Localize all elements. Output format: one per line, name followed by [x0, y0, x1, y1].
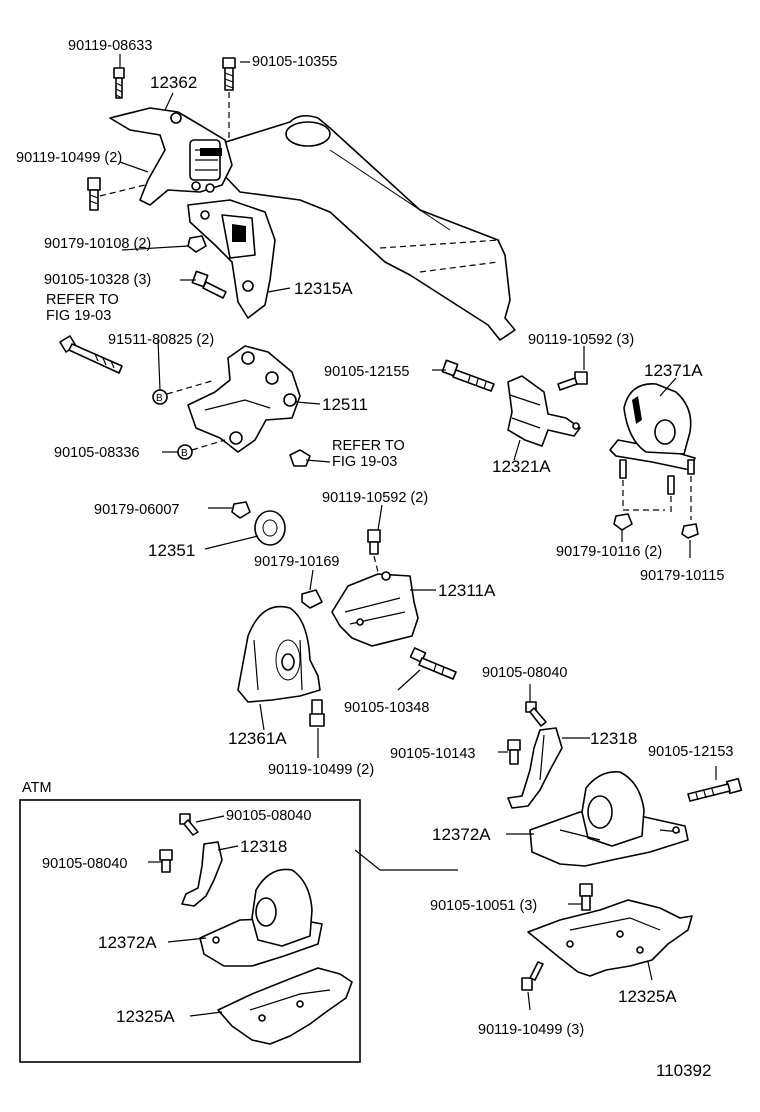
label-90105-10051-3: 90105-10051 (3) [430, 898, 537, 914]
part-12315A-bracket [187, 199, 276, 319]
atm-inset-box [19, 799, 458, 1063]
part-12325A-member-right [527, 899, 693, 977]
label-90105-10328-3: 90105-10328 (3) [44, 272, 151, 288]
part-12511-member [187, 345, 301, 453]
bolt-90105-10051 [579, 883, 593, 911]
label-atm-12325A: 12325A [116, 1007, 175, 1026]
nut-90179-06007 [231, 501, 251, 519]
part-12362-upper-mount [109, 107, 233, 206]
bolt-90119-10499-mid [309, 699, 325, 727]
part-12311A-bracket [331, 571, 419, 647]
atm-part-12325A-member [217, 967, 353, 1045]
label-12351: 12351 [148, 541, 195, 560]
label-90119-08633: 90119-08633 [68, 38, 152, 54]
label-atm-12318: 12318 [240, 837, 287, 856]
bolt-90105-08040-right [525, 701, 547, 727]
bolt-90119-10592-mid [367, 529, 381, 581]
label-90179-10108-2: 90179-10108 (2) [44, 236, 151, 252]
label-91511-80825-2: 91511-80825 (2) [108, 332, 214, 348]
long-bolt-refer-fig [59, 335, 123, 374]
part-12351-bushing [254, 510, 286, 546]
label-90119-10499-2-mid: 90119-10499 (2) [268, 762, 374, 778]
label-12315A: 12315A [294, 279, 353, 298]
label-12318-right: 12318 [590, 729, 637, 748]
atm-bolt-90105-08040-left [159, 849, 173, 873]
label-refer-to-2: REFER TO [332, 438, 405, 454]
bolt-90119-08633 [113, 67, 125, 99]
label-90105-10355: 90105-10355 [252, 54, 337, 70]
nut-90179-10169 [301, 589, 323, 609]
bush-marker-b-upper: B [152, 379, 216, 405]
label-fig-19-03-1: FIG 19-03 [46, 308, 111, 324]
label-atm-90105-08040-left: 90105-08040 [42, 856, 127, 872]
label-12371A: 12371A [644, 361, 703, 380]
bolt-90105-10355 [222, 57, 236, 140]
label-90105-08040-right: 90105-08040 [482, 665, 567, 681]
label-90119-10592-3: 90119-10592 (3) [528, 332, 634, 348]
bolt-90105-10348 [409, 647, 457, 680]
label-refer-to-1: REFER TO [46, 292, 119, 308]
label-90179-10115: 90179-10115 [640, 568, 724, 584]
part-12361A-mount [237, 605, 321, 703]
label-atm-12372A: 12372A [98, 933, 157, 952]
figure-number: 110392 [656, 1061, 711, 1080]
label-90179-10169: 90179-10169 [254, 554, 339, 570]
label-12372A-right: 12372A [432, 825, 491, 844]
bolt-90105-10143 [507, 739, 521, 765]
label-12362: 12362 [150, 73, 197, 92]
label-90105-12153: 90105-12153 [648, 744, 733, 760]
nut-90179-10108 [187, 235, 207, 253]
grommet-refer-fig [289, 449, 311, 467]
part-12318-bracket-right [507, 727, 563, 809]
part-12371A-mount [609, 383, 696, 520]
nut-90179-10116 [613, 513, 633, 531]
label-90105-10143: 90105-10143 [390, 746, 475, 762]
bush-marker-b-lower: B [177, 439, 226, 460]
label-atm: ATM [22, 780, 52, 796]
label-12361A: 12361A [228, 729, 287, 748]
bolt-90105-12155 [441, 359, 495, 392]
leader-lines [119, 54, 717, 1017]
atm-part-12372A-mount [199, 868, 323, 967]
bolt-90105-10328 [191, 270, 227, 299]
label-12511: 12511 [322, 395, 368, 414]
bolt-90105-12153 [687, 777, 743, 802]
label-fig-19-03-2: FIG 19-03 [332, 454, 397, 470]
nut-90179-10115 [681, 523, 699, 539]
bolt-90119-10592-upper [557, 371, 588, 391]
part-12321A-bracket [507, 375, 581, 447]
svg-text:B: B [156, 393, 163, 404]
bolt-90119-10499-lower [521, 961, 544, 991]
label-12311A: 12311A [438, 581, 496, 600]
part-12372A-mount-right [529, 771, 689, 867]
label-90105-08336: 90105-08336 [54, 445, 139, 461]
part-labels: 90119-08633 12362 90105-10355 90119-1049… [16, 38, 733, 1080]
label-atm-90105-08040-upper: 90105-08040 [226, 808, 311, 824]
label-90105-12155: 90105-12155 [324, 364, 409, 380]
bolt-90119-10499-top [87, 177, 146, 211]
label-90119-10499-3: 90119-10499 (3) [478, 1022, 584, 1038]
engine-body-outline [199, 114, 516, 341]
label-90105-10348: 90105-10348 [344, 700, 429, 716]
label-90179-06007: 90179-06007 [94, 502, 179, 518]
svg-text:B: B [181, 448, 188, 459]
label-90119-10592-2: 90119-10592 (2) [322, 490, 428, 506]
label-90179-10116-2: 90179-10116 (2) [556, 544, 662, 560]
atm-part-12318-bracket [181, 841, 223, 907]
label-12325A-right: 12325A [618, 987, 677, 1006]
label-90119-10499-2-top: 90119-10499 (2) [16, 150, 122, 166]
atm-bolt-90105-08040-upper [179, 813, 199, 836]
label-12321A: 12321A [492, 457, 551, 476]
